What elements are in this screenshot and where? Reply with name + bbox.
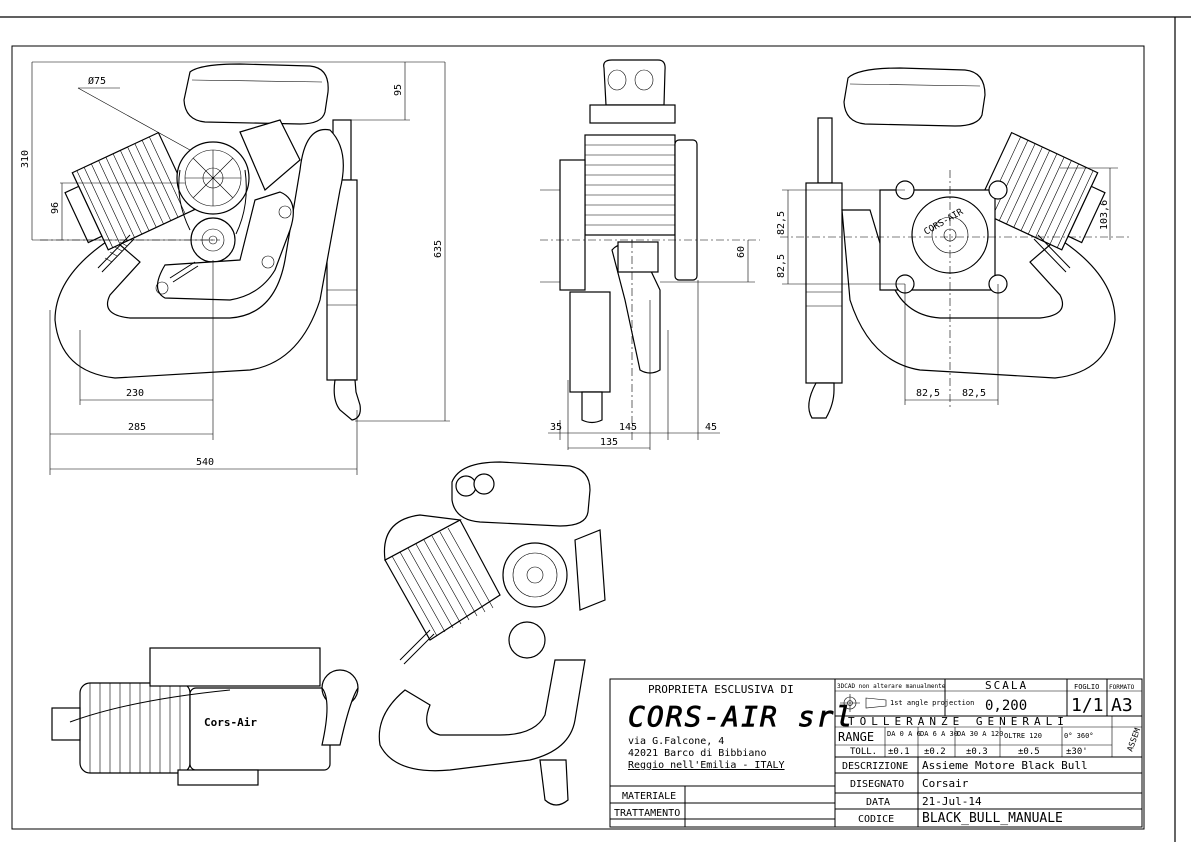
range-1: DA 6 A 30 — [920, 730, 958, 738]
dim-rear-82-5-bottom: 82,5 — [776, 254, 787, 278]
dim-height-95: 95 — [393, 84, 404, 96]
cad-note: 3DCAD non alterare manualmente — [837, 683, 946, 690]
tolerances-header: TOLLERANZE GENERALI — [848, 715, 1069, 728]
projection-label: 1st angle projection — [890, 699, 974, 707]
cors-air-badge: Cors-Air — [204, 716, 257, 729]
tol-2: ±0.3 — [966, 747, 988, 757]
codice-value: BLACK_BULL_MANUALE — [922, 811, 1063, 826]
owner-caption: PROPRIETA ESCLUSIVA DI — [648, 683, 794, 696]
tol-4: ±30' — [1066, 747, 1088, 757]
data-value: 21-Jul-14 — [922, 795, 982, 808]
address-line-2: 42021 Barco di Bibbiano — [628, 748, 766, 759]
format-value: A3 — [1111, 695, 1133, 716]
top-view — [51, 647, 359, 786]
dim-height-96: 96 — [50, 202, 61, 214]
dim-rear-82-5-top: 82,5 — [776, 211, 787, 235]
side-view — [540, 59, 760, 450]
dim-rear-103-6: 103,6 — [1099, 200, 1110, 230]
address-line-3: Reggio nell'Emilia - ITALY — [628, 760, 785, 771]
disegnato-label: DISEGNATO — [850, 779, 904, 790]
dim-rear-82-5-left: 82,5 — [916, 388, 940, 399]
disegnato-value: Corsair — [922, 777, 969, 790]
range-4: 0° 360° — [1064, 732, 1094, 740]
data-label: DATA — [866, 797, 890, 808]
dim-width-135: 135 — [600, 437, 618, 448]
tol-0: ±0.1 — [888, 747, 910, 757]
descrizione-value: Assieme Motore Black Bull — [922, 759, 1088, 772]
dim-width-285: 285 — [128, 422, 146, 433]
codice-label: CODICE — [858, 814, 894, 825]
scale-header: SCALA — [985, 679, 1028, 692]
dim-diameter-75: Ø75 — [88, 75, 106, 87]
title-block-lines — [609, 678, 1143, 828]
scale-value: 0,200 — [985, 698, 1027, 714]
dim-width-35: 35 — [550, 422, 562, 433]
dim-rear-82-5-right: 82,5 — [962, 388, 986, 399]
range-label: RANGE — [838, 730, 874, 744]
sheet-value: 1/1 — [1071, 695, 1104, 716]
format-header: FORMATO — [1109, 684, 1135, 691]
dim-height-60: 60 — [736, 246, 747, 258]
dim-width-145: 145 — [619, 422, 637, 433]
descrizione-label: DESCRIZIONE — [842, 761, 908, 772]
dim-height-635: 635 — [433, 240, 444, 258]
range-0: DA 0 A 6 — [887, 730, 921, 738]
dim-width-45: 45 — [705, 422, 717, 433]
drawing-border — [11, 45, 1145, 830]
address-line-1: via G.Falcone, 4 — [628, 736, 724, 747]
company-name: CORS-AIR srl — [628, 700, 854, 733]
rear-view — [780, 67, 1130, 419]
dim-width-540: 540 — [196, 457, 214, 468]
trattamento-label: TRATTAMENTO — [614, 808, 680, 819]
tol-3: ±0.5 — [1018, 747, 1040, 757]
tol-1: ±0.2 — [924, 747, 946, 757]
range-3: OLTRE 120 — [1004, 732, 1042, 740]
front-view — [31, 61, 450, 475]
dim-width-230: 230 — [126, 388, 144, 399]
dim-height-310: 310 — [20, 150, 31, 168]
sheet-header: FOGLIO — [1074, 683, 1099, 691]
materiale-label: MATERIALE — [622, 791, 676, 802]
range-2: DA 30 A 120 — [957, 730, 1003, 738]
toll-label: TOLL. — [850, 747, 877, 757]
isometric-view — [378, 461, 606, 806]
assembly-tag: ASSEM — [1125, 727, 1142, 753]
